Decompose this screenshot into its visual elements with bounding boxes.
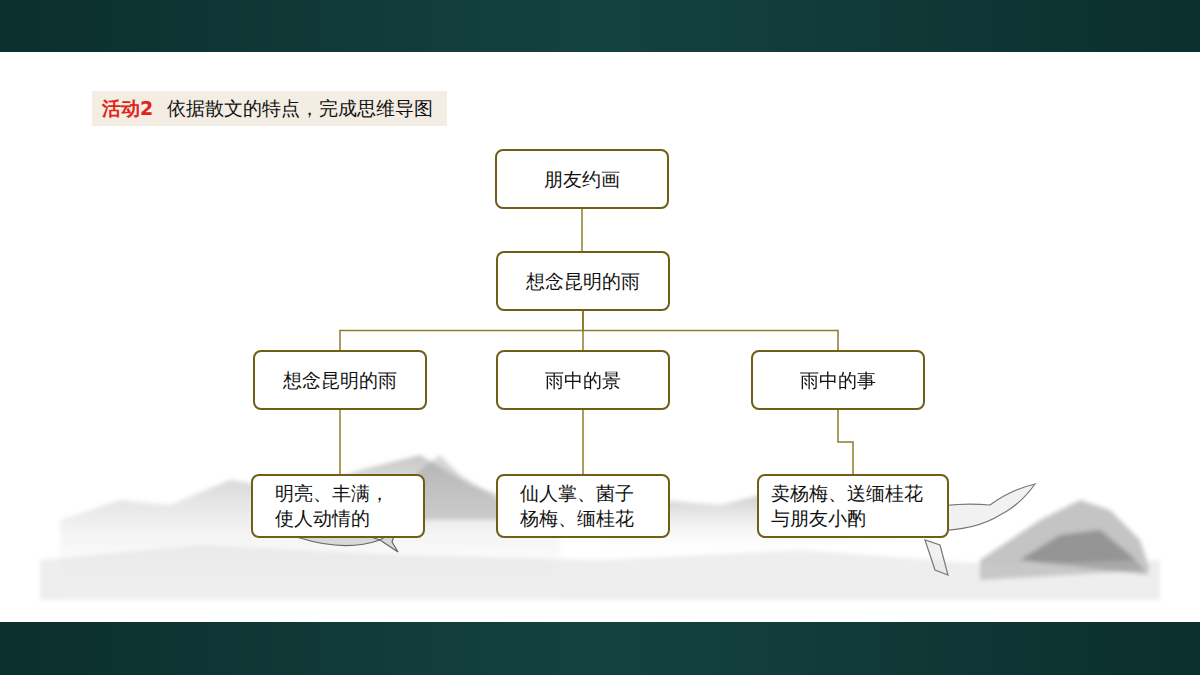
node-text: 卖杨梅、送缅桂花 与朋友小酌 [771,481,934,530]
node-text: 雨中的事 [800,368,876,393]
detail-box: 仙人掌、菌子 杨梅、缅桂花 [496,474,670,538]
tree-connector [339,410,341,474]
bottom-bar [0,622,1200,675]
node-text: 想念昆明的雨 [526,269,640,294]
activity-instruction: 依据散文的特点，完成思维导图 [167,96,433,122]
node-text: 明亮、丰满， 使人动情的 [275,481,400,530]
tree-connector [340,311,583,350]
topic-box: 朋友约画 [495,149,669,209]
top-bar [0,0,1200,52]
tree-connector [581,209,583,251]
activity-number: 活动2 [102,96,153,122]
topic-box: 想念昆明的雨 [253,350,427,410]
node-text: 雨中的景 [545,368,621,393]
activity-heading: 活动2 依据散文的特点，完成思维导图 [92,91,447,126]
mountains [40,455,1160,600]
node-text: 朋友约画 [544,167,620,192]
topic-box: 雨中的景 [496,350,670,410]
detail-box: 明亮、丰满， 使人动情的 [251,474,425,538]
tree-connector [583,311,838,350]
topic-box: 想念昆明的雨 [496,251,670,311]
node-text: 仙人掌、菌子 杨梅、缅桂花 [520,481,645,530]
node-text: 想念昆明的雨 [283,368,397,393]
tree-connector [838,410,853,474]
detail-box: 卖杨梅、送缅桂花 与朋友小酌 [757,474,949,538]
tree-connector [582,410,584,474]
topic-box: 雨中的事 [751,350,925,410]
